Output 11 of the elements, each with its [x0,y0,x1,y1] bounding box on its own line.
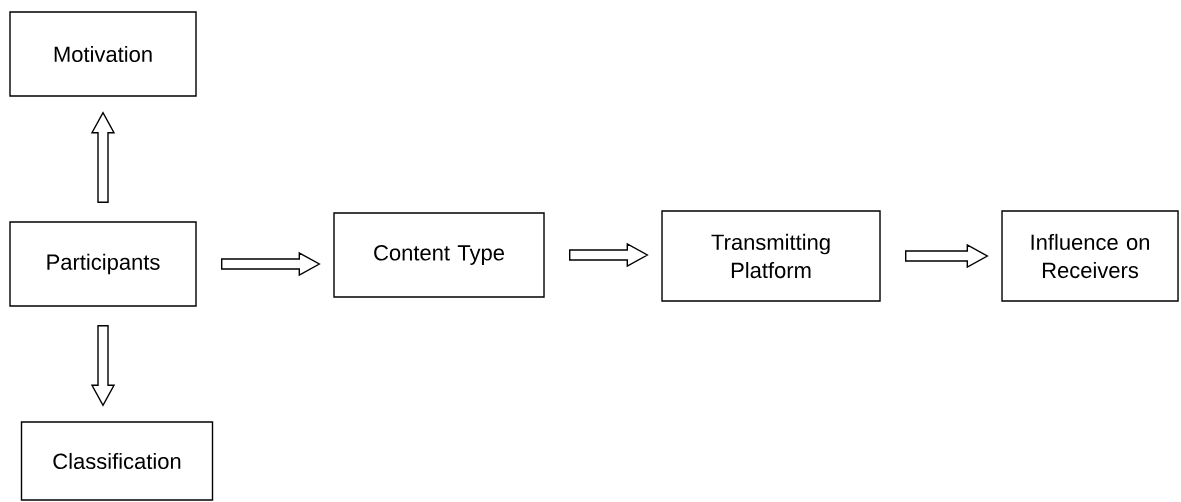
process-box: Content Type [333,212,545,298]
process-box: Influence on Receivers [1001,210,1179,302]
block-arrow [221,251,321,277]
block-arrow [90,111,116,203]
process-box: Classification [20,421,214,501]
process-box: Motivation [9,11,197,97]
block-arrow [90,325,116,407]
block-arrow [905,243,989,269]
process-box: Transmitting Platform [661,210,881,302]
process-box: Participants [9,221,197,307]
block-arrow [569,242,649,268]
